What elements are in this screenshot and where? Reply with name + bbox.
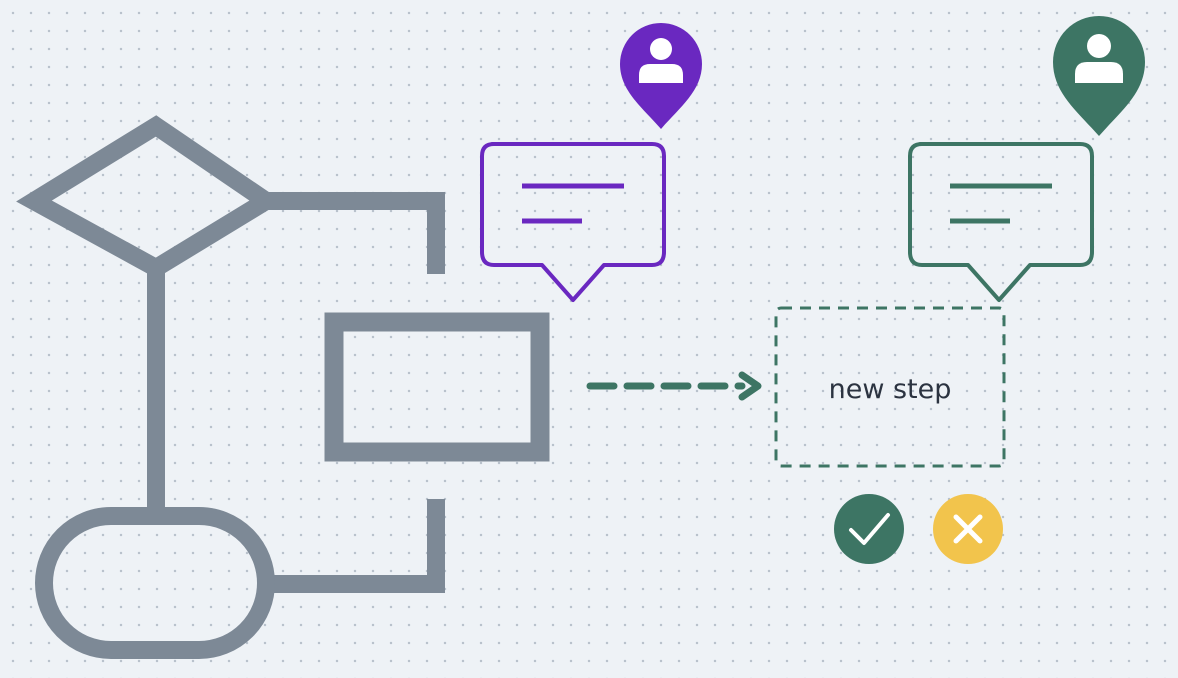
connector-diamond-right — [266, 192, 445, 274]
comment-bubble-purple[interactable] — [480, 142, 666, 302]
user-icon-head — [1087, 34, 1111, 58]
close-icon — [953, 514, 983, 544]
user-icon-body — [639, 64, 683, 83]
user-icon-head — [650, 38, 672, 60]
user-icon-body — [1075, 62, 1123, 83]
new-step-node[interactable]: new step — [774, 306, 1006, 468]
dashed-arrow — [586, 371, 762, 401]
comment-bubble-green[interactable] — [908, 142, 1094, 302]
user-location-pin-icon[interactable] — [620, 23, 702, 129]
check-icon — [849, 513, 890, 545]
terminator-shape[interactable] — [35, 507, 275, 659]
new-step-label: new step — [829, 374, 952, 405]
accept-button[interactable] — [834, 494, 904, 564]
decision-diamond[interactable] — [16, 115, 283, 279]
flowchart — [16, 115, 550, 659]
user-location-pin-icon[interactable] — [1053, 16, 1145, 136]
process-rectangle[interactable] — [324, 312, 550, 462]
connector-terminator-right — [266, 499, 445, 593]
reject-button[interactable] — [933, 494, 1003, 564]
